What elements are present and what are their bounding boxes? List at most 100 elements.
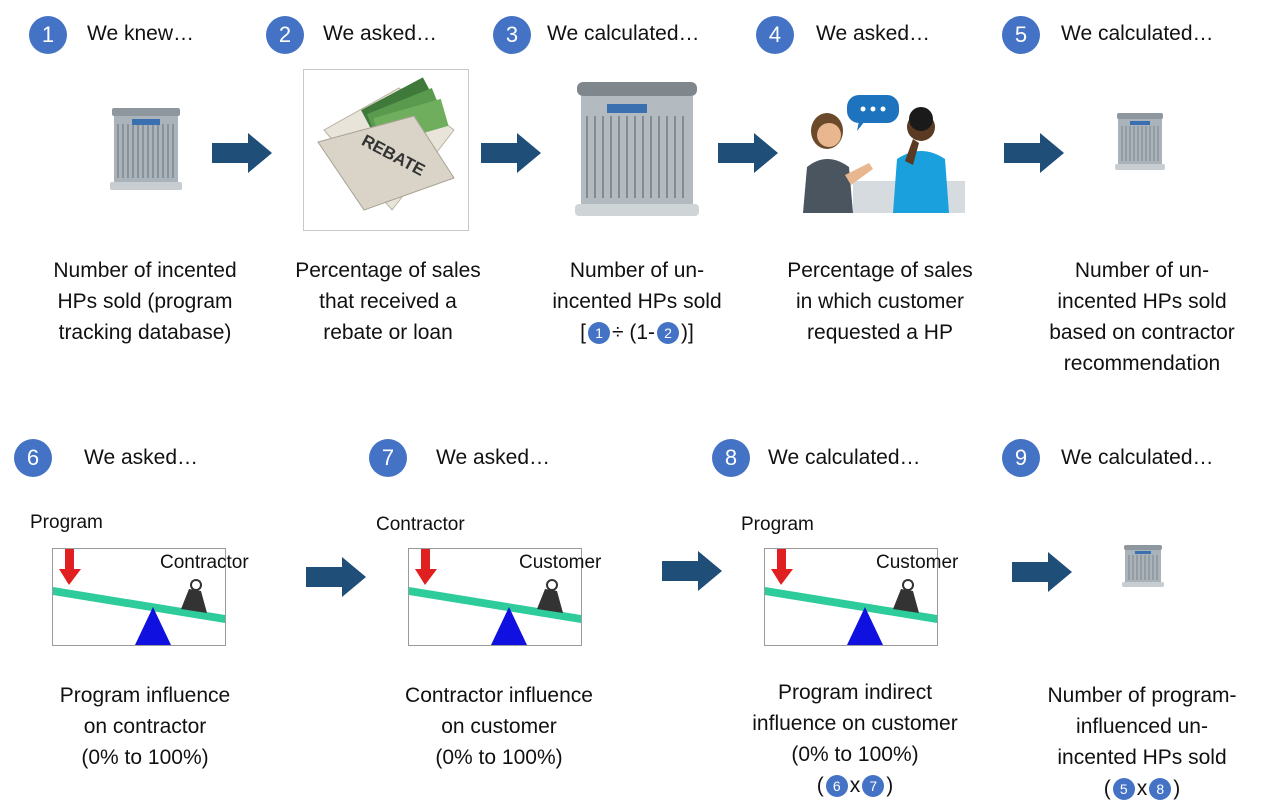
step-6-caption: Program influence on contractor (0% to 1…	[25, 680, 265, 773]
step-5-heading: We calculated…	[1061, 22, 1214, 45]
formula-close: )	[886, 774, 894, 797]
seesaw-beam	[765, 587, 937, 623]
flow-arrow-6	[662, 551, 722, 591]
step-7-badge: 7	[369, 439, 407, 477]
flow-arrow-2	[481, 133, 541, 173]
seesaw-beam	[409, 587, 581, 623]
step-9-badge: 9	[1002, 439, 1040, 477]
seesaw-beam	[53, 587, 225, 623]
step-2-heading: We asked…	[323, 22, 437, 45]
flow-arrow-3	[718, 133, 778, 173]
flow-arrow-7	[1012, 552, 1072, 592]
step-9-caption: Number of program- influenced un- incent…	[1022, 680, 1262, 804]
formula-ref-badge: 1	[587, 322, 610, 345]
formula-ref-badge: 2	[657, 322, 680, 345]
caption-line: incented HPs sold	[1057, 746, 1227, 769]
caption-line: based on contractor	[1049, 321, 1235, 344]
caption-line: (0% to 100%)	[435, 746, 563, 769]
caption-line: tracking database)	[58, 321, 232, 344]
caption-line: Number of incented	[53, 259, 237, 282]
fulcrum-triangle	[135, 607, 171, 645]
caption-line: influence on customer	[752, 712, 958, 735]
caption-line: Program indirect	[777, 681, 933, 704]
seesaw-6-diagram	[52, 548, 226, 646]
step-5-badge: 5	[1002, 16, 1040, 54]
caption-line: Percentage of sales	[787, 259, 973, 282]
seesaw-8-left-label: Program	[741, 514, 814, 535]
caption-line: Number of program-	[1047, 684, 1237, 707]
formula-close: )	[1173, 777, 1181, 800]
step-9-heading: We calculated…	[1061, 446, 1214, 469]
caption-line: rebate or loan	[323, 321, 453, 344]
caption-line: incented HPs sold	[552, 290, 722, 313]
seesaw-6-left-label: Program	[30, 512, 103, 533]
step-2-badge: 2	[266, 16, 304, 54]
caption-line: influenced un-	[1076, 715, 1208, 738]
step-1-heading: We knew…	[87, 22, 194, 45]
caption-line: Number of un-	[569, 259, 705, 282]
formula-open: (	[816, 774, 824, 797]
step-3-formula: [1÷ (1-2)]	[527, 317, 747, 348]
caption-line: that received a	[319, 290, 457, 313]
rebate-envelope-image: REBATE	[303, 69, 469, 231]
formula-operator: x	[1136, 777, 1148, 800]
step-1-badge: 1	[29, 16, 67, 54]
caption-line: in which customer	[795, 290, 965, 313]
caption-line: incented HPs sold	[1057, 290, 1227, 313]
step-4-heading: We asked…	[816, 22, 930, 45]
formula-close: )]	[681, 321, 694, 344]
fulcrum-triangle	[847, 607, 883, 645]
step-7-heading: We asked…	[436, 446, 550, 469]
caption-line: on contractor	[83, 715, 207, 738]
caption-line: (0% to 100%)	[791, 743, 919, 766]
step-3-caption: Number of un- incented HPs sold [1÷ (1-2…	[527, 255, 747, 348]
caption-line: Program influence	[59, 684, 231, 707]
step-8-badge: 8	[712, 439, 750, 477]
formula-open: [	[580, 321, 586, 344]
step-6-badge: 6	[14, 439, 52, 477]
formula-ref-badge: 5	[1112, 778, 1135, 801]
caption-line: (0% to 100%)	[81, 746, 209, 769]
formula-open: (	[1103, 777, 1111, 800]
formula-ref-badge: 7	[862, 775, 885, 798]
caption-line: HPs sold (program	[57, 290, 233, 313]
seesaw-8-right-label: Customer	[876, 552, 959, 573]
step-2-caption: Percentage of sales that received a reba…	[268, 255, 508, 348]
caption-line: Percentage of sales	[295, 259, 481, 282]
formula-operator: ÷ (1-	[611, 321, 656, 344]
step-3-heading: We calculated…	[547, 22, 700, 45]
heat-pump-small-icon	[1115, 113, 1165, 170]
step-3-badge: 3	[493, 16, 531, 54]
fulcrum-triangle	[491, 607, 527, 645]
step-5-caption: Number of un- incented HPs sold based on…	[1022, 255, 1262, 379]
step-4-badge: 4	[756, 16, 794, 54]
step-7-caption: Contractor influence on customer (0% to …	[375, 680, 623, 773]
caption-line: on customer	[441, 715, 557, 738]
heat-pump-large-icon	[575, 82, 699, 216]
formula-operator: x	[849, 774, 861, 797]
step-1-caption: Number of incented HPs sold (program tra…	[20, 255, 270, 348]
flow-arrow-5	[306, 557, 366, 597]
seesaw-7-diagram	[408, 548, 582, 646]
caption-line: recommendation	[1063, 352, 1221, 375]
formula-ref-badge: 6	[825, 775, 848, 798]
caption-line: Number of un-	[1074, 259, 1210, 282]
heat-pump-icon	[110, 108, 182, 190]
flow-arrow-1	[212, 133, 272, 173]
seesaw-7-left-label: Contractor	[376, 514, 465, 535]
heat-pump-small-icon	[1122, 545, 1164, 587]
formula-ref-badge: 8	[1149, 778, 1172, 801]
customer-conversation-image	[793, 89, 965, 213]
seesaw-7-right-label: Customer	[519, 552, 602, 573]
step-8-heading: We calculated…	[768, 446, 921, 469]
seesaw-6-right-label: Contractor	[160, 552, 249, 573]
caption-line: requested a HP	[807, 321, 953, 344]
step-4-caption: Percentage of sales in which customer re…	[762, 255, 998, 348]
step-6-heading: We asked…	[84, 446, 198, 469]
seesaw-8-diagram	[764, 548, 938, 646]
flow-arrow-4	[1004, 133, 1064, 173]
step-8-caption: Program indirect influence on customer (…	[722, 677, 988, 801]
caption-line: Contractor influence	[405, 684, 593, 707]
